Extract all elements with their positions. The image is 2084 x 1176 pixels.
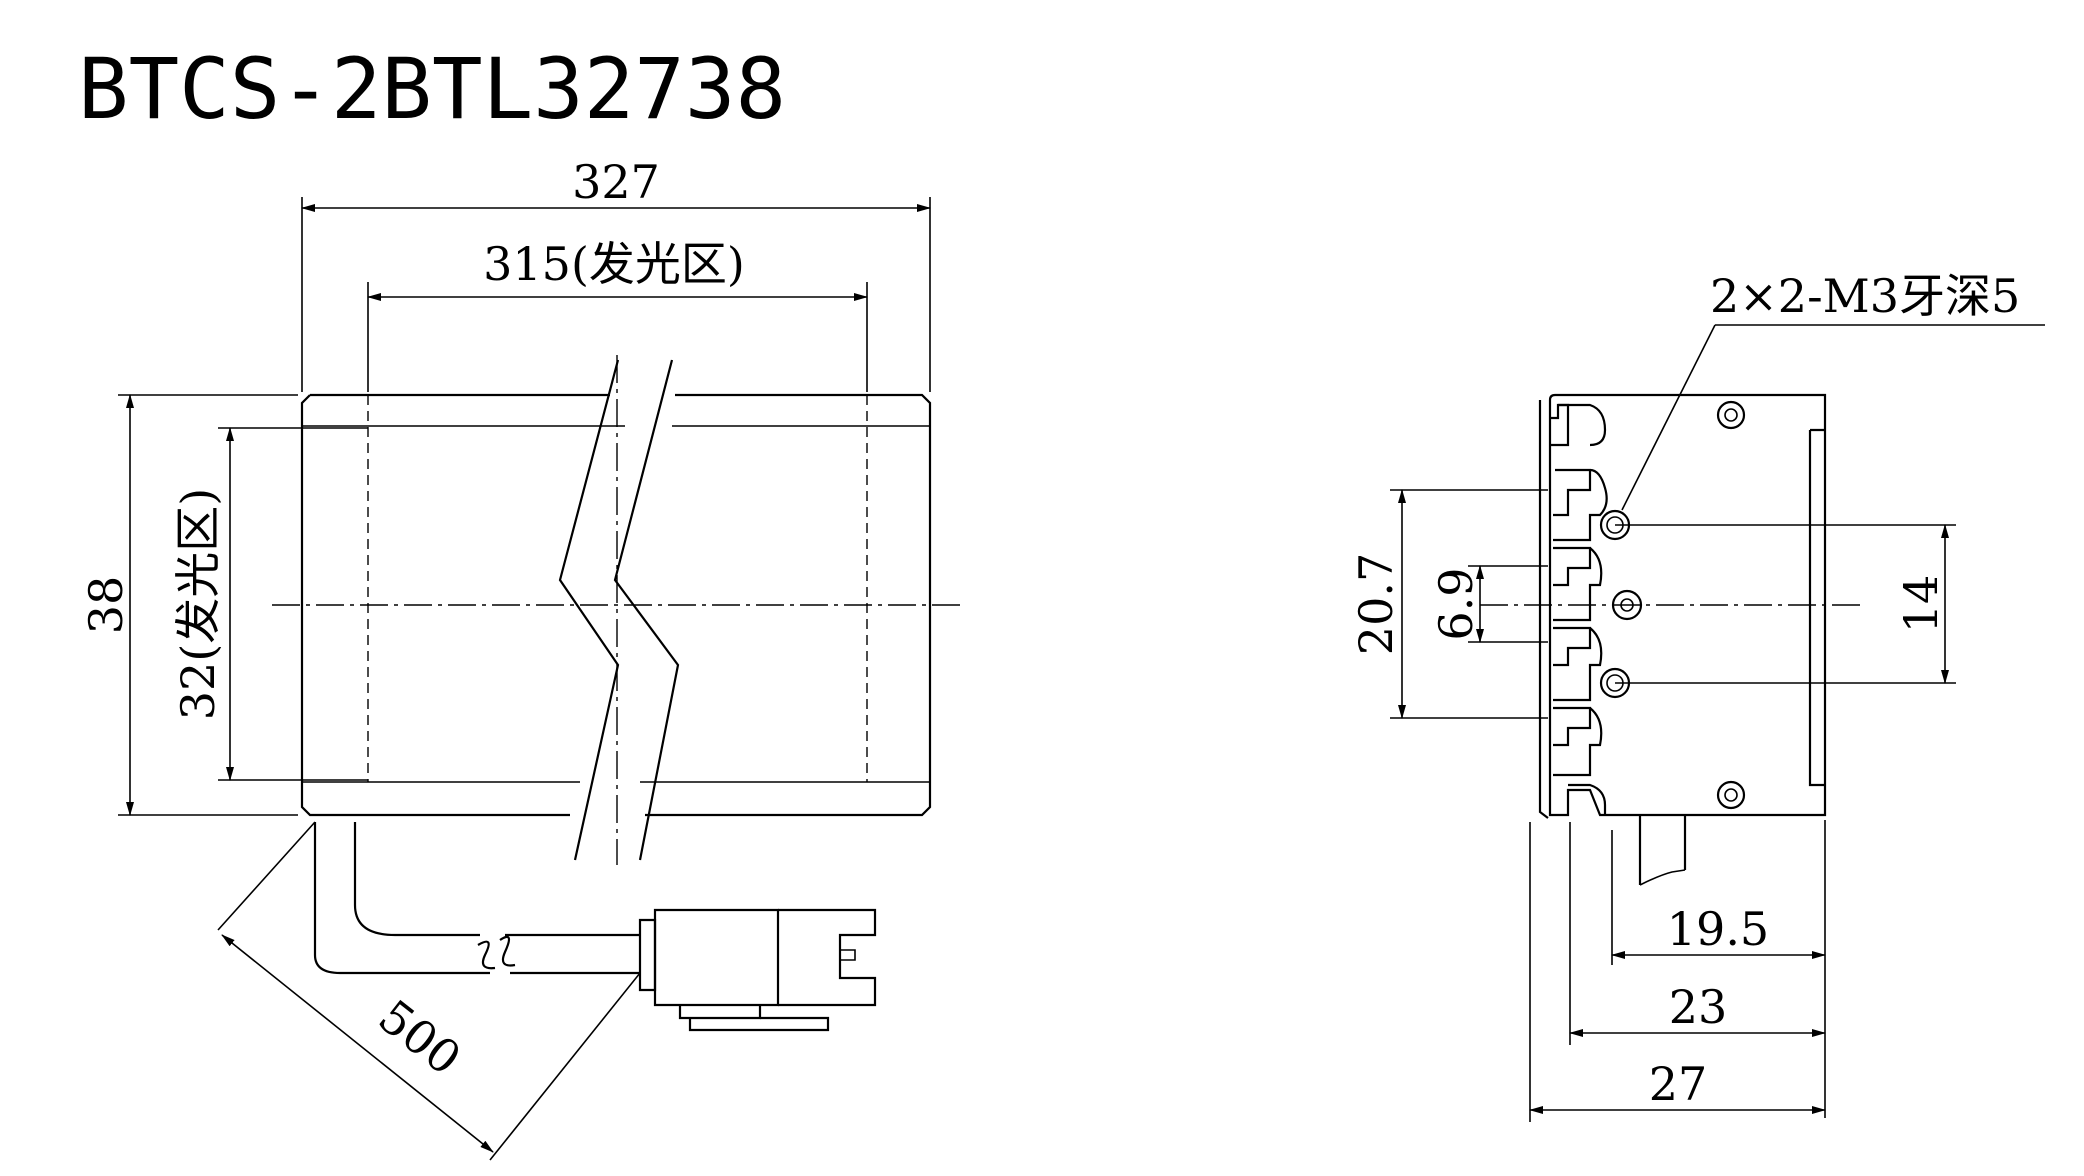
housing-left-outline bbox=[300, 393, 610, 817]
connector-latch bbox=[840, 949, 856, 961]
dim-cable-length: 500 bbox=[369, 989, 471, 1086]
dim-width-27: 27 bbox=[1649, 1057, 1708, 1111]
housing-right-outline bbox=[645, 393, 932, 817]
dim-width-23: 23 bbox=[1669, 980, 1728, 1034]
side-view: 2×2-M3牙深5 20.7 6.9 14 19.5 23 27 bbox=[1349, 269, 2045, 1122]
ext-500-start bbox=[217, 821, 316, 931]
mount-hole-bottom bbox=[1716, 780, 1746, 810]
top-slot bbox=[1558, 403, 1607, 447]
profile-left-edge bbox=[1538, 400, 1549, 819]
thread-note-leader bbox=[1621, 324, 1716, 511]
connector-collar bbox=[638, 918, 657, 992]
drawing-title: BTCS-2BTL32738 bbox=[78, 40, 786, 138]
side-cable bbox=[1638, 815, 1687, 885]
mount-hole-top-inner bbox=[1724, 408, 1738, 422]
cable-break-right bbox=[499, 935, 516, 967]
dim-width-19-5: 19.5 bbox=[1667, 902, 1769, 956]
side-cable-break bbox=[1639, 869, 1686, 886]
connector-body bbox=[653, 908, 780, 1007]
mount-hole-bottom-inner bbox=[1724, 788, 1738, 802]
dim-hole-outer: 14 bbox=[1894, 575, 1948, 634]
break-line-left bbox=[558, 359, 620, 861]
connector-lock-tab bbox=[688, 1016, 830, 1032]
cable-inner bbox=[353, 822, 480, 937]
side-rail bbox=[1808, 428, 1825, 787]
ext-500-end bbox=[489, 972, 641, 1161]
dim-hole-span: 20.7 bbox=[1349, 553, 1403, 655]
thread-note: 2×2-M3牙深5 bbox=[1710, 269, 2020, 323]
dim-overall-length: 327 bbox=[572, 155, 660, 209]
dim-overall-height: 38 bbox=[79, 576, 133, 635]
front-view: 327 315(发光区) 38 32(发光区) 500 bbox=[79, 155, 960, 1161]
dim-hole-pitch: 6.9 bbox=[1429, 567, 1483, 640]
dim-emitting-height: 32(发光区) bbox=[171, 488, 225, 720]
cable-break-left bbox=[477, 940, 496, 970]
dim-line-500 bbox=[221, 934, 494, 1153]
connector-lock-top bbox=[678, 1005, 762, 1020]
connector-head bbox=[778, 908, 877, 1007]
t-slot-profile bbox=[1548, 393, 1622, 817]
bottom-slot bbox=[1568, 783, 1607, 815]
mount-hole-top bbox=[1716, 400, 1746, 430]
break-line-right bbox=[613, 359, 680, 861]
cable-outer bbox=[313, 822, 490, 975]
dim-emitting-length: 315(发光区) bbox=[483, 237, 745, 291]
